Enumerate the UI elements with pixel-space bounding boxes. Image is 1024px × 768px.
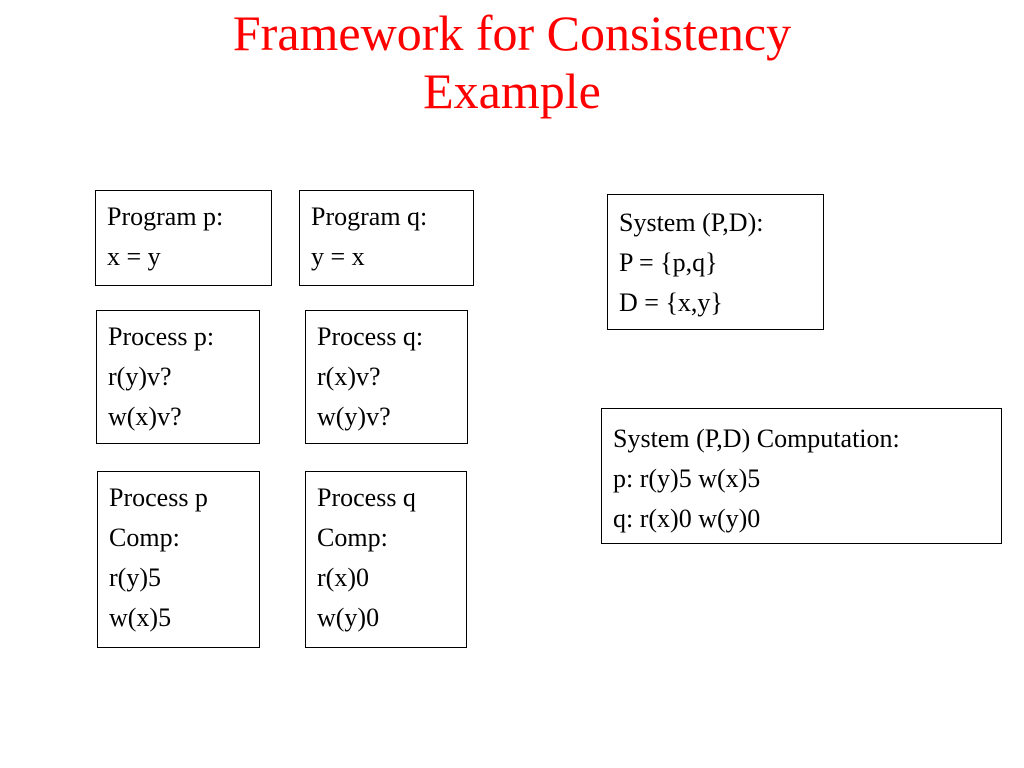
system-box: System (P,D): P = {p,q} D = {x,y} (607, 194, 824, 330)
system-heading: System (P,D): (619, 208, 764, 237)
process-p-comp-subheading: Comp: (109, 523, 180, 552)
slide-title: Framework for Consistency Example (0, 4, 1024, 120)
process-q-box: Process q: r(x)v? w(y)v? (305, 310, 468, 444)
process-p-comp-heading: Process p (109, 483, 208, 512)
process-p-heading: Process p: (108, 322, 215, 351)
program-q-heading: Program q: (311, 202, 428, 231)
system-computation-box: System (P,D) Computation: p: r(y)5 w(x)5… (601, 408, 1002, 544)
process-q-comp-read: r(x)0 (317, 563, 369, 592)
process-q-comp-write: w(y)0 (317, 603, 380, 632)
system-computation-p: p: r(y)5 w(x)5 (613, 464, 761, 493)
system-computation-q: q: r(x)0 w(y)0 (613, 504, 761, 533)
system-processes: P = {p,q} (619, 248, 718, 277)
program-q-statement: y = x (311, 242, 365, 271)
process-p-comp-read: r(y)5 (109, 563, 161, 592)
system-data: D = {x,y} (619, 288, 723, 317)
process-p-comp-box: Process p Comp: r(y)5 w(x)5 (97, 471, 260, 648)
process-p-comp-write: w(x)5 (109, 603, 172, 632)
process-p-write: w(x)v? (108, 402, 182, 431)
title-line-1: Framework for Consistency (232, 5, 792, 61)
process-q-comp-heading: Process q (317, 483, 416, 512)
process-p-box: Process p: r(y)v? w(x)v? (96, 310, 260, 444)
title-line-2: Example (423, 63, 601, 119)
system-computation-heading: System (P,D) Computation: (613, 424, 900, 453)
program-p-box: Program p: x = y (95, 190, 272, 286)
process-q-heading: Process q: (317, 322, 424, 351)
process-q-write: w(y)v? (317, 402, 391, 431)
process-q-comp-box: Process q Comp: r(x)0 w(y)0 (305, 471, 467, 648)
process-q-comp-subheading: Comp: (317, 523, 388, 552)
program-p-statement: x = y (107, 242, 161, 271)
process-q-read: r(x)v? (317, 362, 381, 391)
program-p-heading: Program p: (107, 202, 224, 231)
process-p-read: r(y)v? (108, 362, 172, 391)
program-q-box: Program q: y = x (299, 190, 474, 286)
